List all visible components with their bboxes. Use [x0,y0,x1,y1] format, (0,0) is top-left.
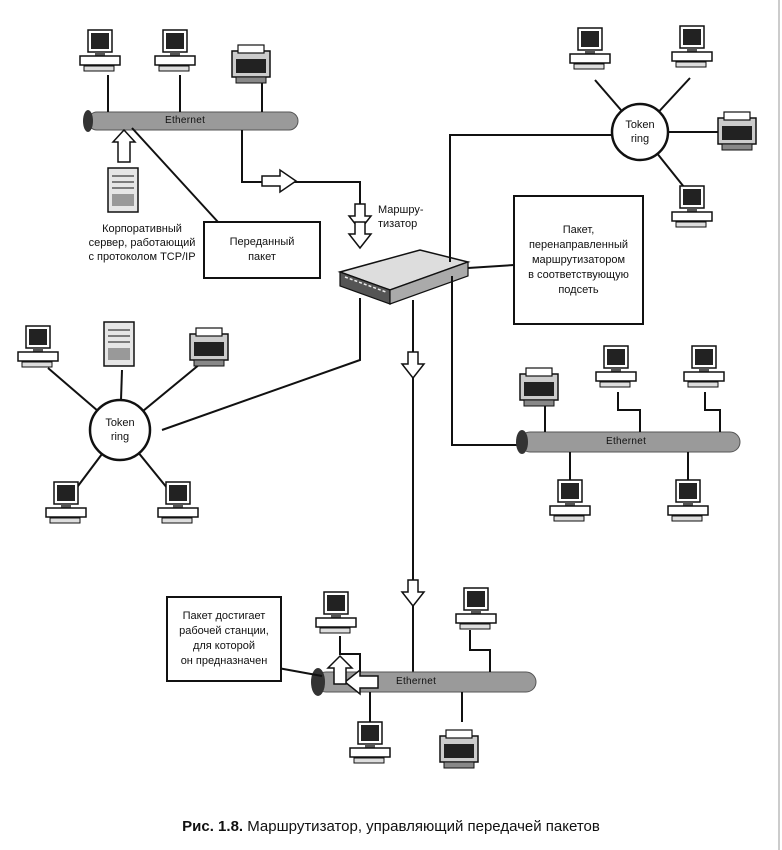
token-ring-top-label: Token ring [625,119,655,145]
workstation-icon [671,185,713,228]
token-ring-left-label: Token ring [105,417,135,443]
workstation-icon [79,29,121,72]
workstation-icon [349,721,391,764]
figure-caption: Рис. 1.8. Маршрутизатор, управляющий пер… [0,818,782,835]
server-icon [107,167,139,213]
workstation-icon [455,587,497,630]
transmitted-packet-box: Переданный пакет [203,221,321,279]
printer-icon [231,44,271,84]
workstation-icon [549,479,591,522]
workstation-icon [671,25,713,68]
router-icon [337,249,471,305]
token-ring-top-right [594,77,720,193]
workstation-icon [595,345,637,388]
server-icon [103,321,135,367]
printer-icon [717,111,757,151]
workstation-icon [17,325,59,368]
printer-icon [519,367,559,407]
router-label: Маршру- тизатор [378,204,424,230]
caption-text: Маршрутизатор, управляющий передачей пак… [243,818,600,835]
ethernet-top-label: Ethernet [165,115,206,126]
caption-prefix: Рис. 1.8. [182,818,244,835]
ethernet-bottom-label: Ethernet [396,676,437,687]
ethernet-cable-top [83,110,299,132]
workstation-icon [315,591,357,634]
workstation-icon [157,481,199,524]
workstation-icon [45,481,87,524]
redirected-packet-box: Пакет, перенаправленный маршрутизатором … [513,195,644,325]
ethernet-cable-right [516,430,741,454]
token-ring-left [47,363,201,495]
ethernet-right-label: Ethernet [606,436,647,447]
workstation-icon [667,479,709,522]
printer-icon [439,729,479,769]
printer-icon [189,327,229,367]
workstation-icon [154,29,196,72]
workstation-icon [569,27,611,70]
packet-arrives-box: Пакет достигает рабочей станции, для кот… [166,596,282,682]
corp-server-label: Корпоративный сервер, работающий с прото… [88,223,196,263]
workstation-icon [683,345,725,388]
